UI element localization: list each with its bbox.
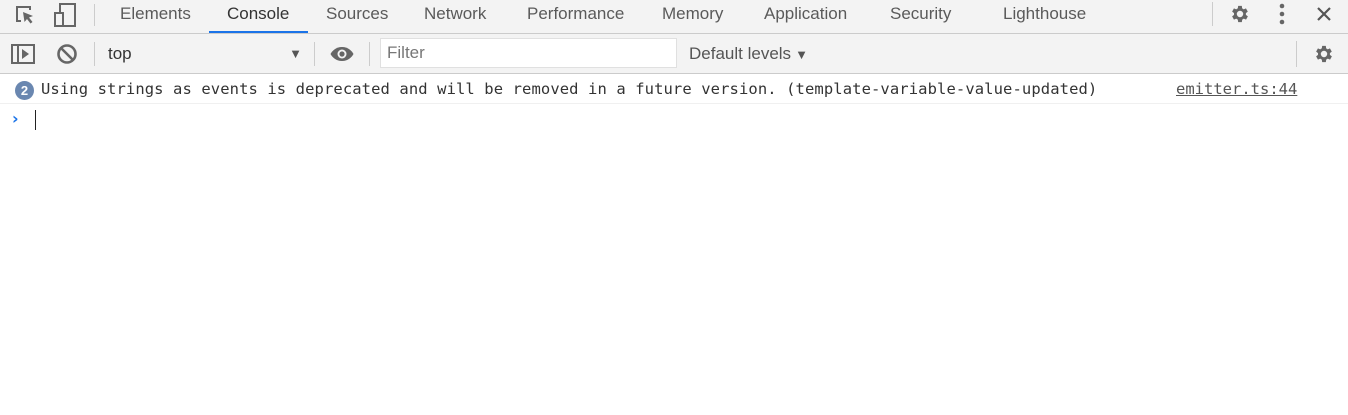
dropdown-arrow-icon: ▼ bbox=[795, 47, 808, 62]
console-input[interactable] bbox=[35, 110, 1325, 130]
divider bbox=[1296, 41, 1297, 67]
tab-network[interactable]: Network bbox=[424, 4, 487, 23]
prompt-chevron-icon: › bbox=[12, 109, 19, 128]
log-levels-dropdown[interactable]: Default levels▼ bbox=[689, 43, 808, 66]
tab-security[interactable]: Security bbox=[890, 4, 952, 23]
filter-input[interactable] bbox=[380, 38, 677, 68]
clear-console-icon[interactable] bbox=[54, 42, 80, 66]
dropdown-arrow-icon: ▼ bbox=[289, 46, 302, 61]
message-text: Using strings as events is deprecated an… bbox=[41, 80, 1098, 98]
divider bbox=[94, 4, 95, 26]
gear-icon[interactable] bbox=[1311, 42, 1337, 66]
show-sidebar-icon[interactable] bbox=[10, 42, 36, 66]
console-output: 2 Using strings as events is deprecated … bbox=[0, 74, 1348, 134]
tab-elements[interactable]: Elements bbox=[120, 4, 191, 23]
console-message: 2 Using strings as events is deprecated … bbox=[0, 74, 1348, 104]
device-toggle-icon[interactable] bbox=[52, 2, 78, 28]
divider bbox=[1212, 2, 1213, 26]
more-vertical-icon[interactable] bbox=[1272, 2, 1292, 26]
eye-icon[interactable] bbox=[328, 42, 356, 66]
tab-lighthouse[interactable]: Lighthouse bbox=[1003, 4, 1087, 23]
divider bbox=[94, 42, 95, 66]
source-link[interactable]: emitter.ts:44 bbox=[1176, 80, 1298, 98]
context-value: top bbox=[108, 44, 132, 63]
tab-sources[interactable]: Sources bbox=[326, 4, 389, 23]
log-levels-label: Default levels bbox=[689, 44, 792, 63]
active-tab-indicator bbox=[209, 31, 308, 33]
divider bbox=[314, 42, 315, 66]
inspect-element-icon[interactable] bbox=[12, 3, 38, 27]
console-prompt[interactable]: › bbox=[0, 104, 1348, 134]
repeat-count-badge: 2 bbox=[15, 81, 34, 100]
tab-performance[interactable]: Performance bbox=[527, 4, 625, 23]
context-selector[interactable]: top ▼ bbox=[108, 43, 304, 65]
divider bbox=[369, 42, 370, 66]
tab-console[interactable]: Console bbox=[227, 4, 290, 23]
gear-icon[interactable] bbox=[1227, 2, 1253, 26]
tab-application[interactable]: Application bbox=[764, 4, 848, 23]
devtools-tabbar: Elements Console Sources Network Perform… bbox=[0, 0, 1348, 34]
tab-memory[interactable]: Memory bbox=[662, 4, 724, 23]
close-icon[interactable] bbox=[1312, 3, 1336, 25]
